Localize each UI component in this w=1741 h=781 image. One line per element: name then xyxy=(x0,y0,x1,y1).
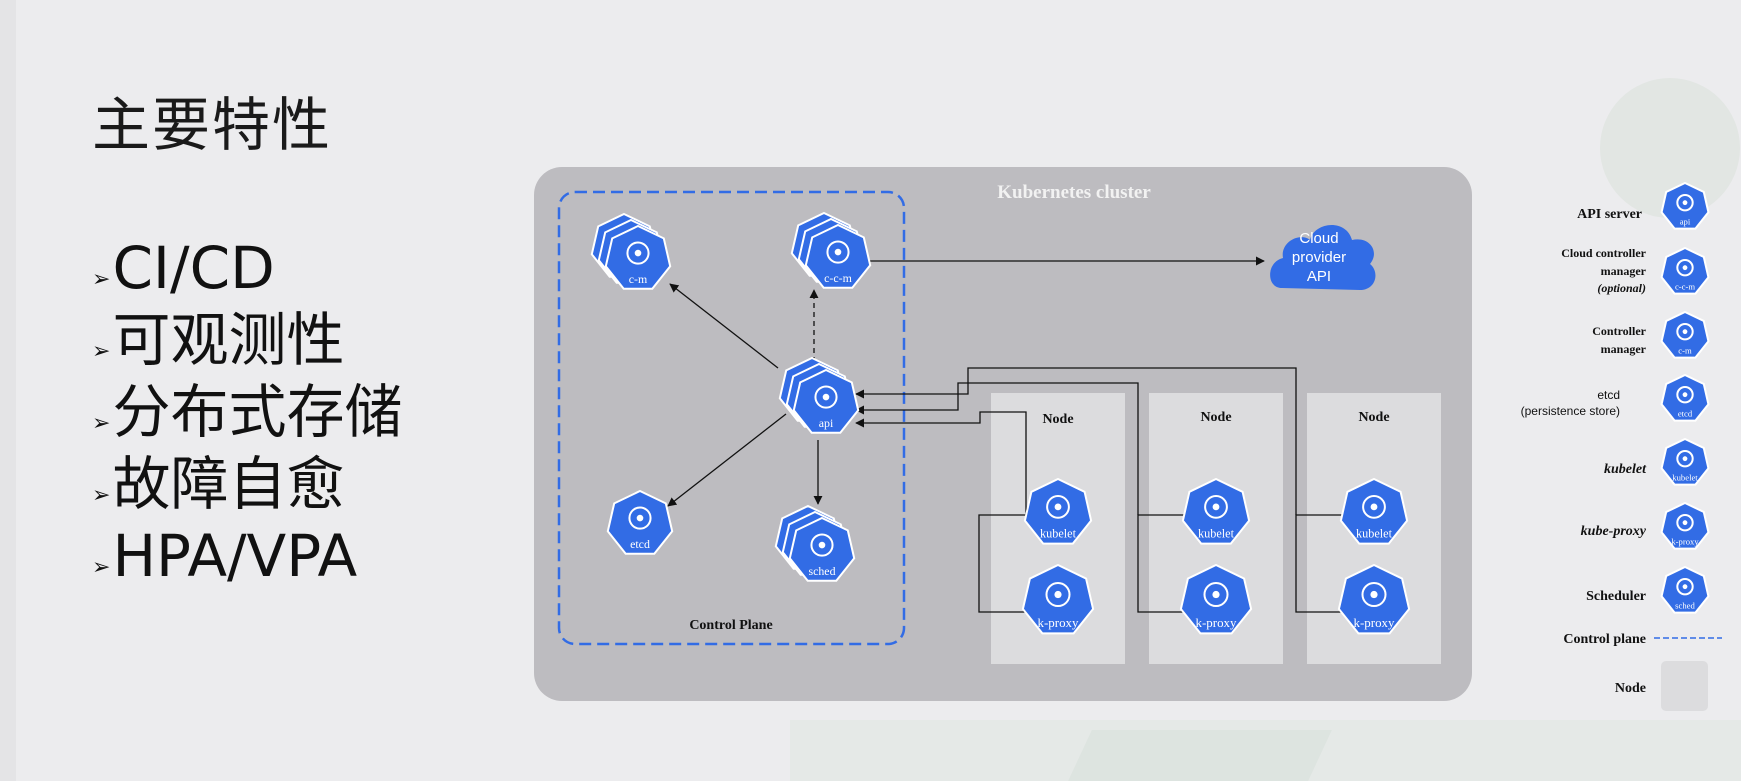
legend-kubelet-label: kubelet xyxy=(1672,472,1698,482)
feature-text: 分布式存储 xyxy=(112,378,403,446)
legend-ccm-optional: (optional) xyxy=(1597,281,1646,295)
kproxy-icon: k-proxy xyxy=(1021,563,1095,635)
legend-cm-label: manager xyxy=(1601,342,1647,356)
legend-control-plane-label: Control plane xyxy=(1563,632,1646,647)
bullet-arrow-icon: ➢ xyxy=(92,555,111,580)
feature-text: CI/CD xyxy=(112,234,275,302)
legend-api-label: API server xyxy=(1577,207,1642,222)
kproxy-icon: k-proxy xyxy=(1179,563,1253,635)
etcd-label: etcd xyxy=(630,537,650,551)
kproxy-label: k-proxy xyxy=(1195,615,1237,630)
kproxy-icon: k-proxy xyxy=(1337,563,1411,635)
legend-sched-icon: sched xyxy=(1660,565,1710,614)
feature-item: ➢CI/CD xyxy=(92,228,402,300)
api-icon: api xyxy=(778,356,860,434)
kubelet-label: kubelet xyxy=(1040,526,1077,540)
cluster-title: Kubernetes cluster xyxy=(997,182,1151,203)
bullet-arrow-icon: ➢ xyxy=(92,483,111,508)
ccm-icon: c-c-m xyxy=(790,211,872,289)
ccm-label: c-c-m xyxy=(824,271,852,285)
cloud-label-line: provider xyxy=(1292,249,1346,266)
feature-item: ➢故障自愈 xyxy=(92,444,402,516)
kubelet-icon: kubelet xyxy=(1023,477,1093,545)
legend-ccm-label: Cloud controller xyxy=(1561,246,1646,260)
feature-text: HPA/VPA xyxy=(112,522,358,590)
component-icons: c-m c-c-m api etcd sched kubelet k-proxy kubele… xyxy=(590,181,1710,635)
cm-icon: c-m xyxy=(590,212,672,290)
legend-etcd-label: etcd xyxy=(1678,408,1693,418)
slide-title: 主要特性 xyxy=(92,91,333,159)
kubelet-label: kubelet xyxy=(1198,526,1235,540)
feature-text: 故障自愈 xyxy=(112,450,345,518)
kproxy-label: k-proxy xyxy=(1037,615,1079,630)
cloud-label-line: API xyxy=(1307,268,1331,285)
legend-kubelet-label: kubelet xyxy=(1604,462,1647,477)
sched-label: sched xyxy=(808,564,835,578)
sched-icon: sched xyxy=(774,504,856,582)
node-label: Node xyxy=(1042,412,1073,427)
legend-ccm-icon: c-c-m xyxy=(1660,246,1710,295)
etcd-icon: etcd xyxy=(606,489,674,555)
cm-label: c-m xyxy=(629,272,648,286)
feature-list: ➢CI/CD ➢可观测性 ➢分布式存储 ➢故障自愈 ➢HPA/VPA xyxy=(92,228,402,588)
legend-sched-label: sched xyxy=(1675,600,1695,610)
legend-api-label: api xyxy=(1680,216,1691,226)
legend-cm-label: c-m xyxy=(1678,345,1692,355)
legend-kubeproxy-label: kube-proxy xyxy=(1581,524,1647,539)
kproxy-label: k-proxy xyxy=(1353,615,1395,630)
legend: API server Cloud controller manager (opt… xyxy=(1521,207,1722,711)
legend-cm-icon: c-m xyxy=(1660,310,1710,359)
api-label: api xyxy=(819,416,834,430)
legend-node-label: Node xyxy=(1615,681,1646,696)
legend-kubelet-icon: kubelet xyxy=(1660,437,1710,486)
kubelet-icon: kubelet xyxy=(1339,477,1409,545)
feature-text: 可观测性 xyxy=(112,306,345,374)
legend-kproxy-icon: k-proxy xyxy=(1660,501,1710,550)
bullet-arrow-icon: ➢ xyxy=(92,411,111,436)
legend-ccm-label: manager xyxy=(1601,264,1647,278)
cloud-label-line: Cloud xyxy=(1299,230,1338,247)
legend-etcd-icon: etcd xyxy=(1660,373,1710,422)
kubelet-icon: kubelet xyxy=(1181,477,1251,545)
legend-etcd-label: (persistence store) xyxy=(1521,404,1620,418)
node-label: Node xyxy=(1358,410,1389,425)
legend-scheduler-label: Scheduler xyxy=(1586,589,1646,604)
bullet-arrow-icon: ➢ xyxy=(92,339,111,364)
bullet-arrow-icon: ➢ xyxy=(92,267,111,292)
legend-kproxy-label: k-proxy xyxy=(1671,536,1699,546)
connections xyxy=(667,256,1342,613)
legend-ccm-label: c-c-m xyxy=(1675,281,1695,291)
legend-node-swatch xyxy=(1661,661,1708,711)
node-label: Node xyxy=(1200,410,1231,425)
control-plane-boundary xyxy=(557,190,906,646)
legend-etcd-label: etcd xyxy=(1597,388,1620,402)
control-plane-label: Control Plane xyxy=(689,618,772,633)
kubelet-label: kubelet xyxy=(1356,526,1393,540)
feature-item: ➢HPA/VPA xyxy=(92,516,402,588)
cloud-provider-icon: Cloud provider API xyxy=(1270,224,1376,290)
legend-cm-label: Controller xyxy=(1592,324,1646,338)
feature-item: ➢分布式存储 xyxy=(92,372,402,444)
left-edge-bar xyxy=(0,0,16,781)
feature-item: ➢可观测性 xyxy=(92,300,402,372)
legend-api-icon: api xyxy=(1660,181,1710,230)
